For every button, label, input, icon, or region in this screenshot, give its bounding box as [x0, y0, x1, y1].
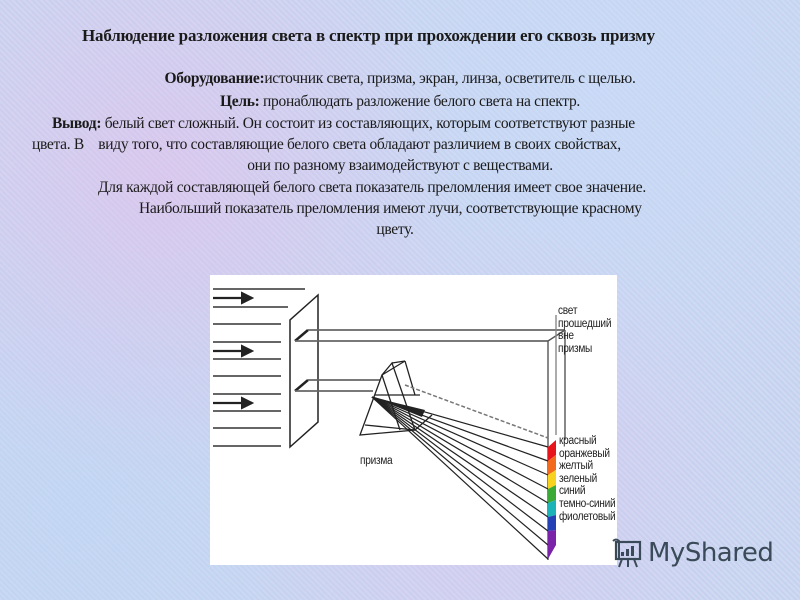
conclusion-line-1: Вывод: белый свет сложный. Он состоит из…: [52, 115, 635, 133]
equipment-text: источник света, призма, экран, линза, ос…: [264, 70, 636, 87]
outside-light-label-line: вне: [558, 330, 574, 343]
outside-light-label-line: свет: [558, 305, 578, 317]
conclusion-line-4: Для каждой составляющей белого света пок…: [98, 179, 646, 196]
prism-diagram: призма свет прошедший вне призмы красный…: [210, 275, 617, 565]
spectrum-label-violet: фиолетовый: [559, 510, 616, 523]
presentation-board-icon: [612, 538, 642, 568]
outside-light-label: свет прошедший вне призмы: [558, 305, 611, 355]
outside-light-label-line: прошедший: [558, 317, 612, 330]
myshared-watermark[interactable]: MyShared: [610, 536, 774, 570]
spectrum-label-blue: синий: [559, 485, 586, 498]
spectrum-labels: красный оранжевый желтый зеленый синий т…: [559, 435, 616, 523]
watermark-text: MyShared: [648, 538, 774, 568]
arrow-icons: [213, 291, 255, 410]
prism-label: призма: [360, 455, 393, 467]
slit-plate: [289, 293, 319, 449]
conclusion-text-1: белый свет сложный. Он состоит из состав…: [101, 115, 635, 132]
conclusion-line-2: цвета. В виду того, что составляющие бел…: [32, 136, 621, 153]
prism-icon: [359, 360, 433, 436]
goal-line: Цель: пронаблюдать разложение белого све…: [0, 93, 800, 111]
spectrum-label-red: красный: [559, 435, 597, 447]
spectrum-label-orange: оранжевый: [559, 447, 610, 460]
outside-light-label-line: призмы: [558, 342, 593, 355]
conclusion-label: Вывод:: [52, 115, 102, 132]
goal-label: Цель:: [219, 93, 260, 110]
conclusion-line-6: цвету.: [376, 221, 414, 238]
dispersion-illustration: [213, 288, 566, 560]
dispersed-rays: [371, 396, 549, 560]
incoming-light-rays: [213, 288, 305, 447]
equipment-line: Оборудование:источник света, призма, экр…: [0, 70, 800, 88]
spectrum-label-yellow: желтый: [559, 460, 593, 473]
slide-title: Наблюдение разложения света в спектр при…: [82, 26, 655, 45]
conclusion-line-5: Наибольший показатель преломления имеют …: [139, 200, 642, 217]
equipment-label: Оборудование:: [164, 70, 265, 87]
conclusion-line-3: они по разному взаимодействуют с веществ…: [247, 157, 553, 174]
spectrum-band: [548, 440, 556, 559]
goal-text: пронаблюдать разложение белого света на …: [259, 93, 580, 110]
spectrum-label-dark-blue: темно-синий: [559, 497, 616, 510]
spectrum-label-green: зеленый: [559, 472, 598, 485]
